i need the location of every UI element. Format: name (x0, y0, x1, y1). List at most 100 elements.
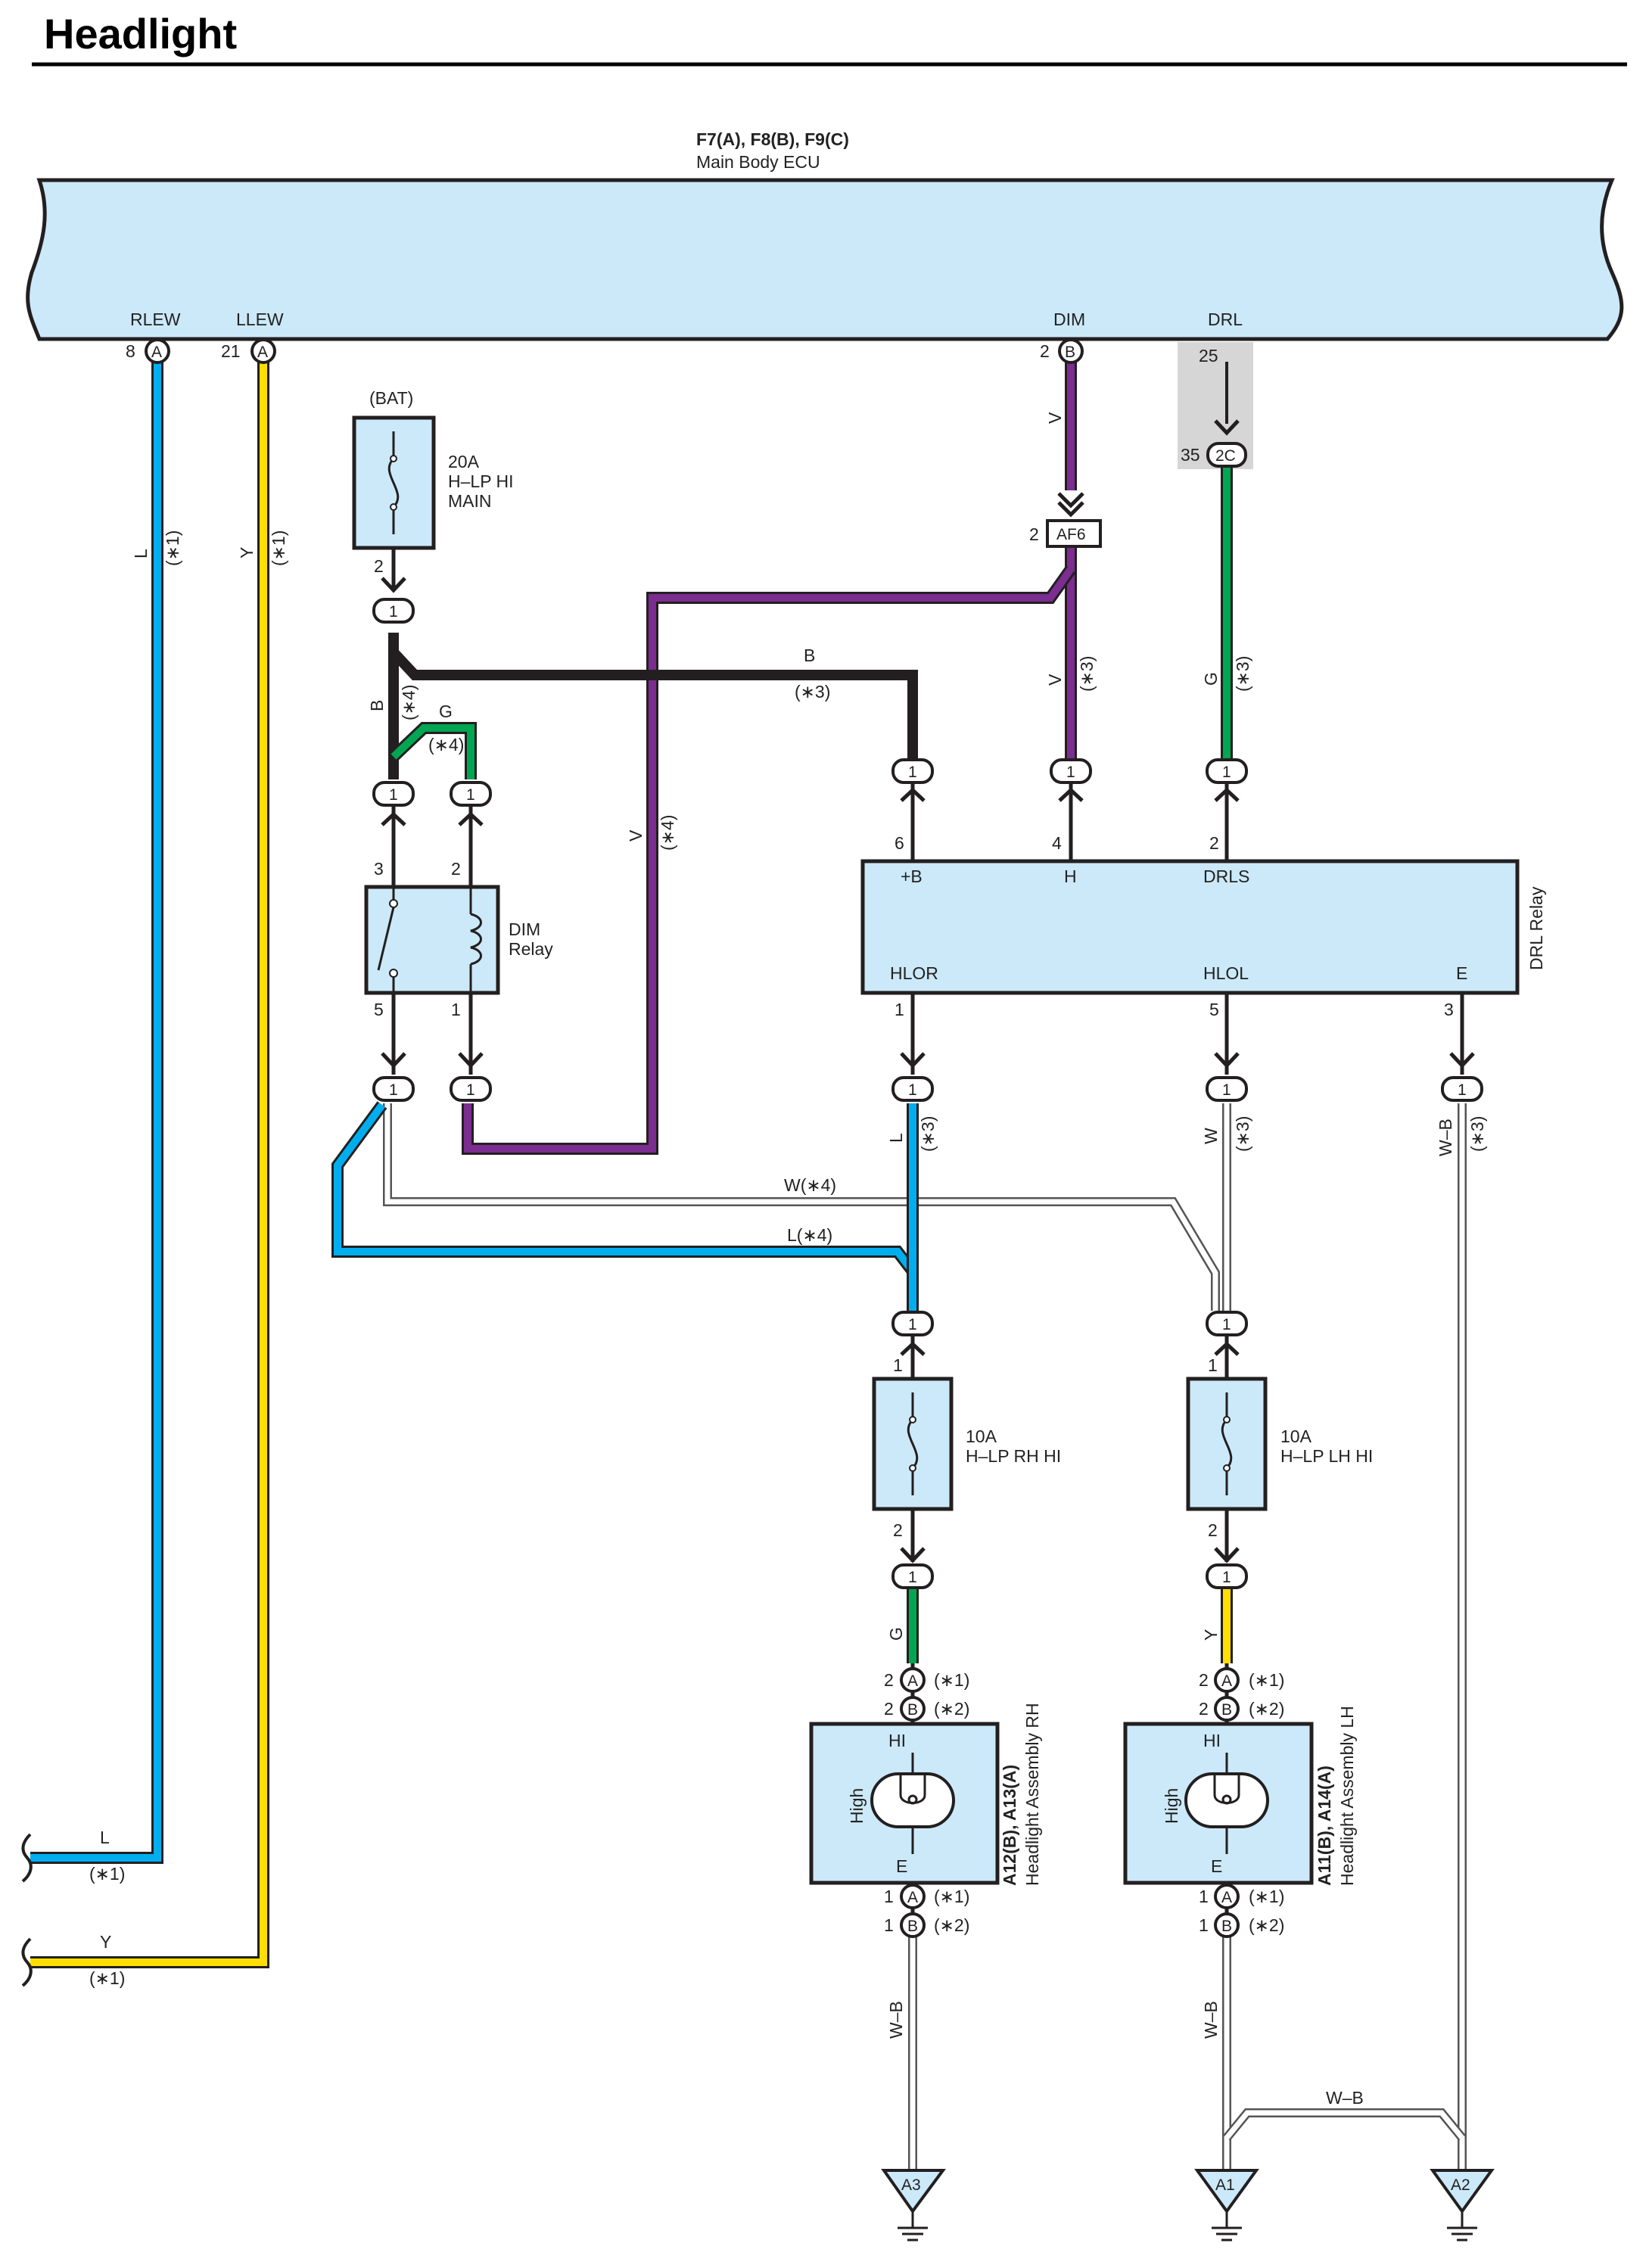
svg-text:A: A (907, 1672, 918, 1690)
wire-llew-Y (30, 362, 269, 1968)
fuse-20a-name1: H–LP HI (448, 471, 514, 491)
ecu-connector-b-dim (1058, 338, 1084, 364)
drl-pin-4: 4 (1052, 833, 1062, 853)
svg-text:1: 1 (389, 1081, 398, 1099)
svg-text:E: E (896, 1856, 907, 1876)
svg-text:(∗1): (∗1) (163, 530, 182, 566)
jc-hlor: 1 (891, 1076, 934, 1102)
headlight-rh-conn: A12(B), A13(A) (1000, 1765, 1019, 1886)
dim-relay-pin-5: 5 (374, 1000, 384, 1019)
wire-dimrelay-L (331, 1101, 919, 1311)
offpage-y: Y (∗1) (21, 1932, 125, 1988)
svg-text:(∗2): (∗2) (1249, 1915, 1284, 1935)
svg-text:(∗1): (∗1) (1249, 1887, 1284, 1906)
wire-dimrelay-W (383, 1103, 1220, 1311)
dim-relay-pin-2: 2 (451, 859, 461, 879)
svg-text:(∗3): (∗3) (1233, 1116, 1252, 1152)
svg-text:(∗2): (∗2) (934, 1915, 969, 1935)
svg-text:1: 1 (1222, 1569, 1231, 1586)
svg-text:(∗4): (∗4) (399, 685, 419, 720)
fuse-10a-hlp-rh-hi: 10A H–LP RH HI 1 2 (872, 1335, 1061, 1563)
svg-text:L: L (100, 1828, 110, 1847)
headlight-assembly-lh: 2 A (∗1) 2 B (∗2) HI E High 1 A (∗1) 1 B… (1123, 1663, 1357, 1938)
svg-text:1: 1 (1199, 1915, 1209, 1935)
dim-relay-name2: Relay (509, 939, 553, 959)
ecu-connector-a-rlew (145, 338, 170, 364)
svg-text:A1: A1 (1215, 2176, 1235, 2194)
wire-af6-dimrelay-V (462, 565, 1076, 1155)
svg-text:V: V (1045, 412, 1065, 424)
svg-text:(∗2): (∗2) (1249, 1699, 1284, 1719)
jc-lh-fuse-in: 1 (1206, 1311, 1248, 1336)
drl-term-drls: DRLS (1203, 866, 1249, 886)
svg-text:W–B: W–B (1201, 2001, 1221, 2039)
drl-relay-name: DRL Relay (1526, 886, 1546, 970)
svg-text:B: B (804, 646, 815, 665)
jc-dim5-bottom: 1 (372, 1076, 415, 1102)
svg-text:2: 2 (884, 1670, 894, 1690)
ecu-terminal-dim: DIM (1053, 310, 1085, 329)
fuse-rh-amps: 10A (966, 1426, 997, 1446)
svg-text:HI: HI (888, 1731, 906, 1750)
svg-text:G: G (886, 1627, 906, 1641)
dim-relay: DIM Relay 3 2 5 1 (364, 805, 553, 1075)
svg-text:W–B: W–B (1326, 2088, 1364, 2108)
svg-text:B: B (1221, 1701, 1232, 1719)
svg-text:W(∗4): W(∗4) (784, 1175, 836, 1195)
svg-text:E: E (1211, 1856, 1222, 1876)
headlight-lh-name: Headlight Assembly LH (1337, 1706, 1357, 1886)
ecu-terminal-llew: LLEW (236, 310, 284, 329)
svg-text:(∗1): (∗1) (934, 1670, 969, 1690)
svg-text:(∗1): (∗1) (89, 1968, 125, 1988)
jc-plusb: 1 (891, 758, 934, 784)
fuse-lh-name: H–LP LH HI (1280, 1446, 1373, 1466)
ecu-connector-a-llew (250, 338, 276, 364)
ground-a1: A1 (1194, 2169, 1259, 2242)
drl-pin-2: 2 (1209, 833, 1219, 853)
drl-pin-5: 5 (1209, 1000, 1219, 1019)
drl-pin-6: 6 (895, 833, 904, 853)
headlight-assembly-rh: 2 A (∗1) 2 B (∗2) HI E High 1 A (∗1) 1 B… (809, 1663, 1042, 1938)
svg-text:Y: Y (100, 1932, 111, 1952)
connector-2c-pin: 35 (1181, 445, 1200, 465)
headlight-rh-name: Headlight Assembly RH (1022, 1703, 1042, 1886)
svg-text:Y: Y (1201, 1629, 1221, 1641)
fuse-rh-pin-out: 2 (893, 1520, 903, 1540)
connector-af6-pin: 2 (1029, 524, 1039, 544)
drl-relay: +B H DRLS HLOR HLOL E 6 4 2 1 5 3 DRL Re… (860, 784, 1546, 1075)
svg-text:(∗3): (∗3) (1077, 656, 1097, 692)
svg-text:2: 2 (1199, 1670, 1209, 1690)
ecu-box (26, 178, 1624, 341)
headlight-lh-conn: A11(B), A14(A) (1315, 1766, 1334, 1886)
svg-text:W–B: W–B (1436, 1118, 1455, 1156)
drl-term-plusb: +B (901, 866, 923, 886)
junction-connectors: 1 1 1 1 1 1 1 1 1 1 1 1 1 1 1 (372, 598, 1483, 1589)
connector-af6-label: AF6 (1056, 526, 1086, 543)
ecu-pin-llew: 21 (221, 341, 241, 361)
svg-text:V: V (1045, 674, 1065, 686)
junction-af6: AF6 2 (1029, 492, 1102, 548)
fuse-20a-source: (BAT) (369, 388, 413, 408)
svg-text:1: 1 (908, 1081, 917, 1099)
svg-text:1: 1 (1222, 1081, 1231, 1099)
svg-text:(∗4): (∗4) (428, 735, 464, 754)
svg-text:1: 1 (466, 1081, 475, 1099)
jc-dim2-top: 1 (450, 781, 492, 807)
svg-text:(∗2): (∗2) (934, 1699, 969, 1719)
dim-relay-pin-3: 3 (374, 859, 384, 879)
svg-text:1: 1 (1458, 1081, 1467, 1099)
drl-term-e: E (1456, 963, 1467, 983)
fuse-lh-amps: 10A (1280, 1426, 1312, 1446)
svg-text:(∗3): (∗3) (918, 1116, 938, 1152)
ecu-conn-llew: A (257, 344, 268, 361)
ecu-pin-rlew: 8 (126, 341, 135, 361)
jc-rh-fuse-in: 1 (891, 1311, 934, 1336)
fuse-10a-hlp-lh-hi: 10A H–LP LH HI 1 2 (1186, 1335, 1373, 1563)
fuse-20a-name2: MAIN (448, 491, 492, 511)
svg-text:A3: A3 (901, 2176, 921, 2194)
jc-dim1-bottom: 1 (450, 1076, 492, 1102)
ecu-pin-dim: 2 (1040, 341, 1050, 361)
svg-text:2: 2 (884, 1699, 894, 1719)
ecu-pin-drl: 25 (1199, 346, 1218, 366)
